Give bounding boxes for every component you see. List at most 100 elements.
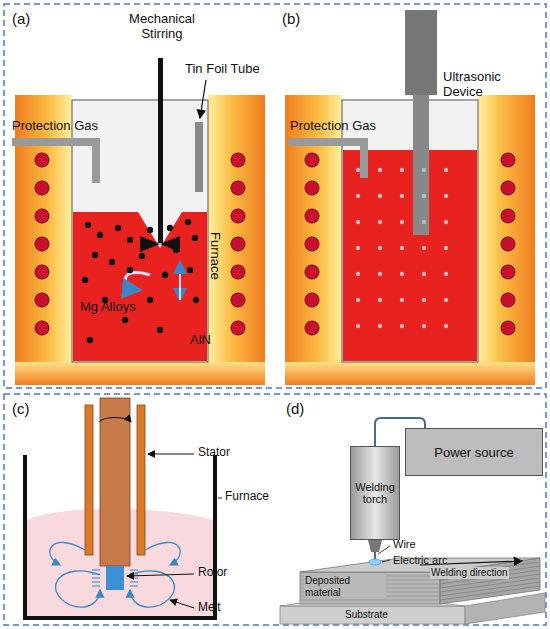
torch-box: Welding torch xyxy=(350,446,400,540)
coil xyxy=(35,209,49,223)
part-label: Melt xyxy=(198,601,221,615)
part-label: Furnace xyxy=(207,232,222,280)
coil xyxy=(305,237,319,251)
coil xyxy=(35,321,49,335)
coil xyxy=(35,265,49,279)
coil xyxy=(231,293,245,307)
part-label: Protection Gas xyxy=(12,119,98,134)
coil xyxy=(501,293,515,307)
jet xyxy=(92,586,100,587)
coil xyxy=(231,153,245,167)
particle xyxy=(173,247,179,253)
particle xyxy=(378,324,382,328)
part-label: Welding direction xyxy=(430,567,509,579)
particle xyxy=(127,237,133,243)
particle xyxy=(444,168,448,172)
particle xyxy=(378,194,382,198)
particle xyxy=(356,298,360,302)
particle xyxy=(147,227,153,233)
particle xyxy=(444,324,448,328)
particle xyxy=(444,220,448,224)
part-label: Furnace xyxy=(225,490,269,504)
coil xyxy=(305,181,319,195)
particle xyxy=(356,194,360,198)
particle xyxy=(97,232,103,238)
jet xyxy=(92,570,100,571)
particle xyxy=(356,272,360,276)
panel-letter: (d) xyxy=(286,400,304,417)
layer-line xyxy=(440,582,540,596)
particle xyxy=(87,337,93,343)
node-text: Power source xyxy=(434,445,513,460)
coil xyxy=(231,181,245,195)
particle xyxy=(187,267,193,273)
particle xyxy=(422,168,426,172)
particle xyxy=(356,324,360,328)
particle xyxy=(139,253,145,259)
coil xyxy=(35,237,49,251)
jet xyxy=(130,586,138,587)
coil xyxy=(231,237,245,251)
particle xyxy=(400,246,404,250)
coil xyxy=(35,153,49,167)
coil xyxy=(35,181,49,195)
particle xyxy=(444,272,448,276)
particle xyxy=(422,220,426,224)
coil xyxy=(501,209,515,223)
jet xyxy=(92,578,100,579)
coil xyxy=(231,321,245,335)
part-label: Rotor xyxy=(198,566,227,580)
node-text: Welding torch xyxy=(354,481,396,505)
coil xyxy=(305,209,319,223)
particle xyxy=(400,272,404,276)
part-label: Protection Gas xyxy=(290,119,376,134)
particle xyxy=(147,297,153,303)
jet xyxy=(130,578,138,579)
particle xyxy=(400,220,404,224)
coil xyxy=(35,293,49,307)
particle xyxy=(444,298,448,302)
particle xyxy=(400,324,404,328)
part-label: Stator xyxy=(198,446,230,460)
coil xyxy=(231,265,245,279)
particle xyxy=(422,272,426,276)
particle xyxy=(400,168,404,172)
particle xyxy=(115,225,121,231)
particle xyxy=(422,324,426,328)
particle xyxy=(400,194,404,198)
coil xyxy=(501,265,515,279)
part-label: AlN xyxy=(190,333,211,348)
particle xyxy=(378,246,382,250)
particle xyxy=(82,277,88,283)
particle xyxy=(378,220,382,224)
coil xyxy=(305,265,319,279)
particle xyxy=(167,225,173,231)
particle xyxy=(85,222,91,228)
particle xyxy=(157,327,163,333)
part-label: Mg Alloys xyxy=(80,300,136,315)
coil xyxy=(305,293,319,307)
particle xyxy=(356,168,360,172)
panel-letter: (b) xyxy=(282,10,300,27)
particle xyxy=(422,246,426,250)
part-label: Substrate xyxy=(345,609,388,621)
particle xyxy=(356,220,360,224)
part-label: Mechanical Stirring xyxy=(112,12,212,42)
particle xyxy=(162,272,168,278)
particle xyxy=(422,298,426,302)
coil xyxy=(231,209,245,223)
particle xyxy=(109,259,115,265)
layer-line xyxy=(440,586,540,600)
coil xyxy=(501,181,515,195)
particle xyxy=(378,168,382,172)
layer-line xyxy=(300,600,440,601)
coil xyxy=(501,153,515,167)
power-box: Power source xyxy=(405,428,543,476)
coil xyxy=(501,237,515,251)
jet xyxy=(92,582,100,583)
particle xyxy=(378,298,382,302)
layer-line xyxy=(440,578,540,592)
part-label: Ultrasonic Device xyxy=(443,70,523,100)
particle xyxy=(192,235,198,241)
